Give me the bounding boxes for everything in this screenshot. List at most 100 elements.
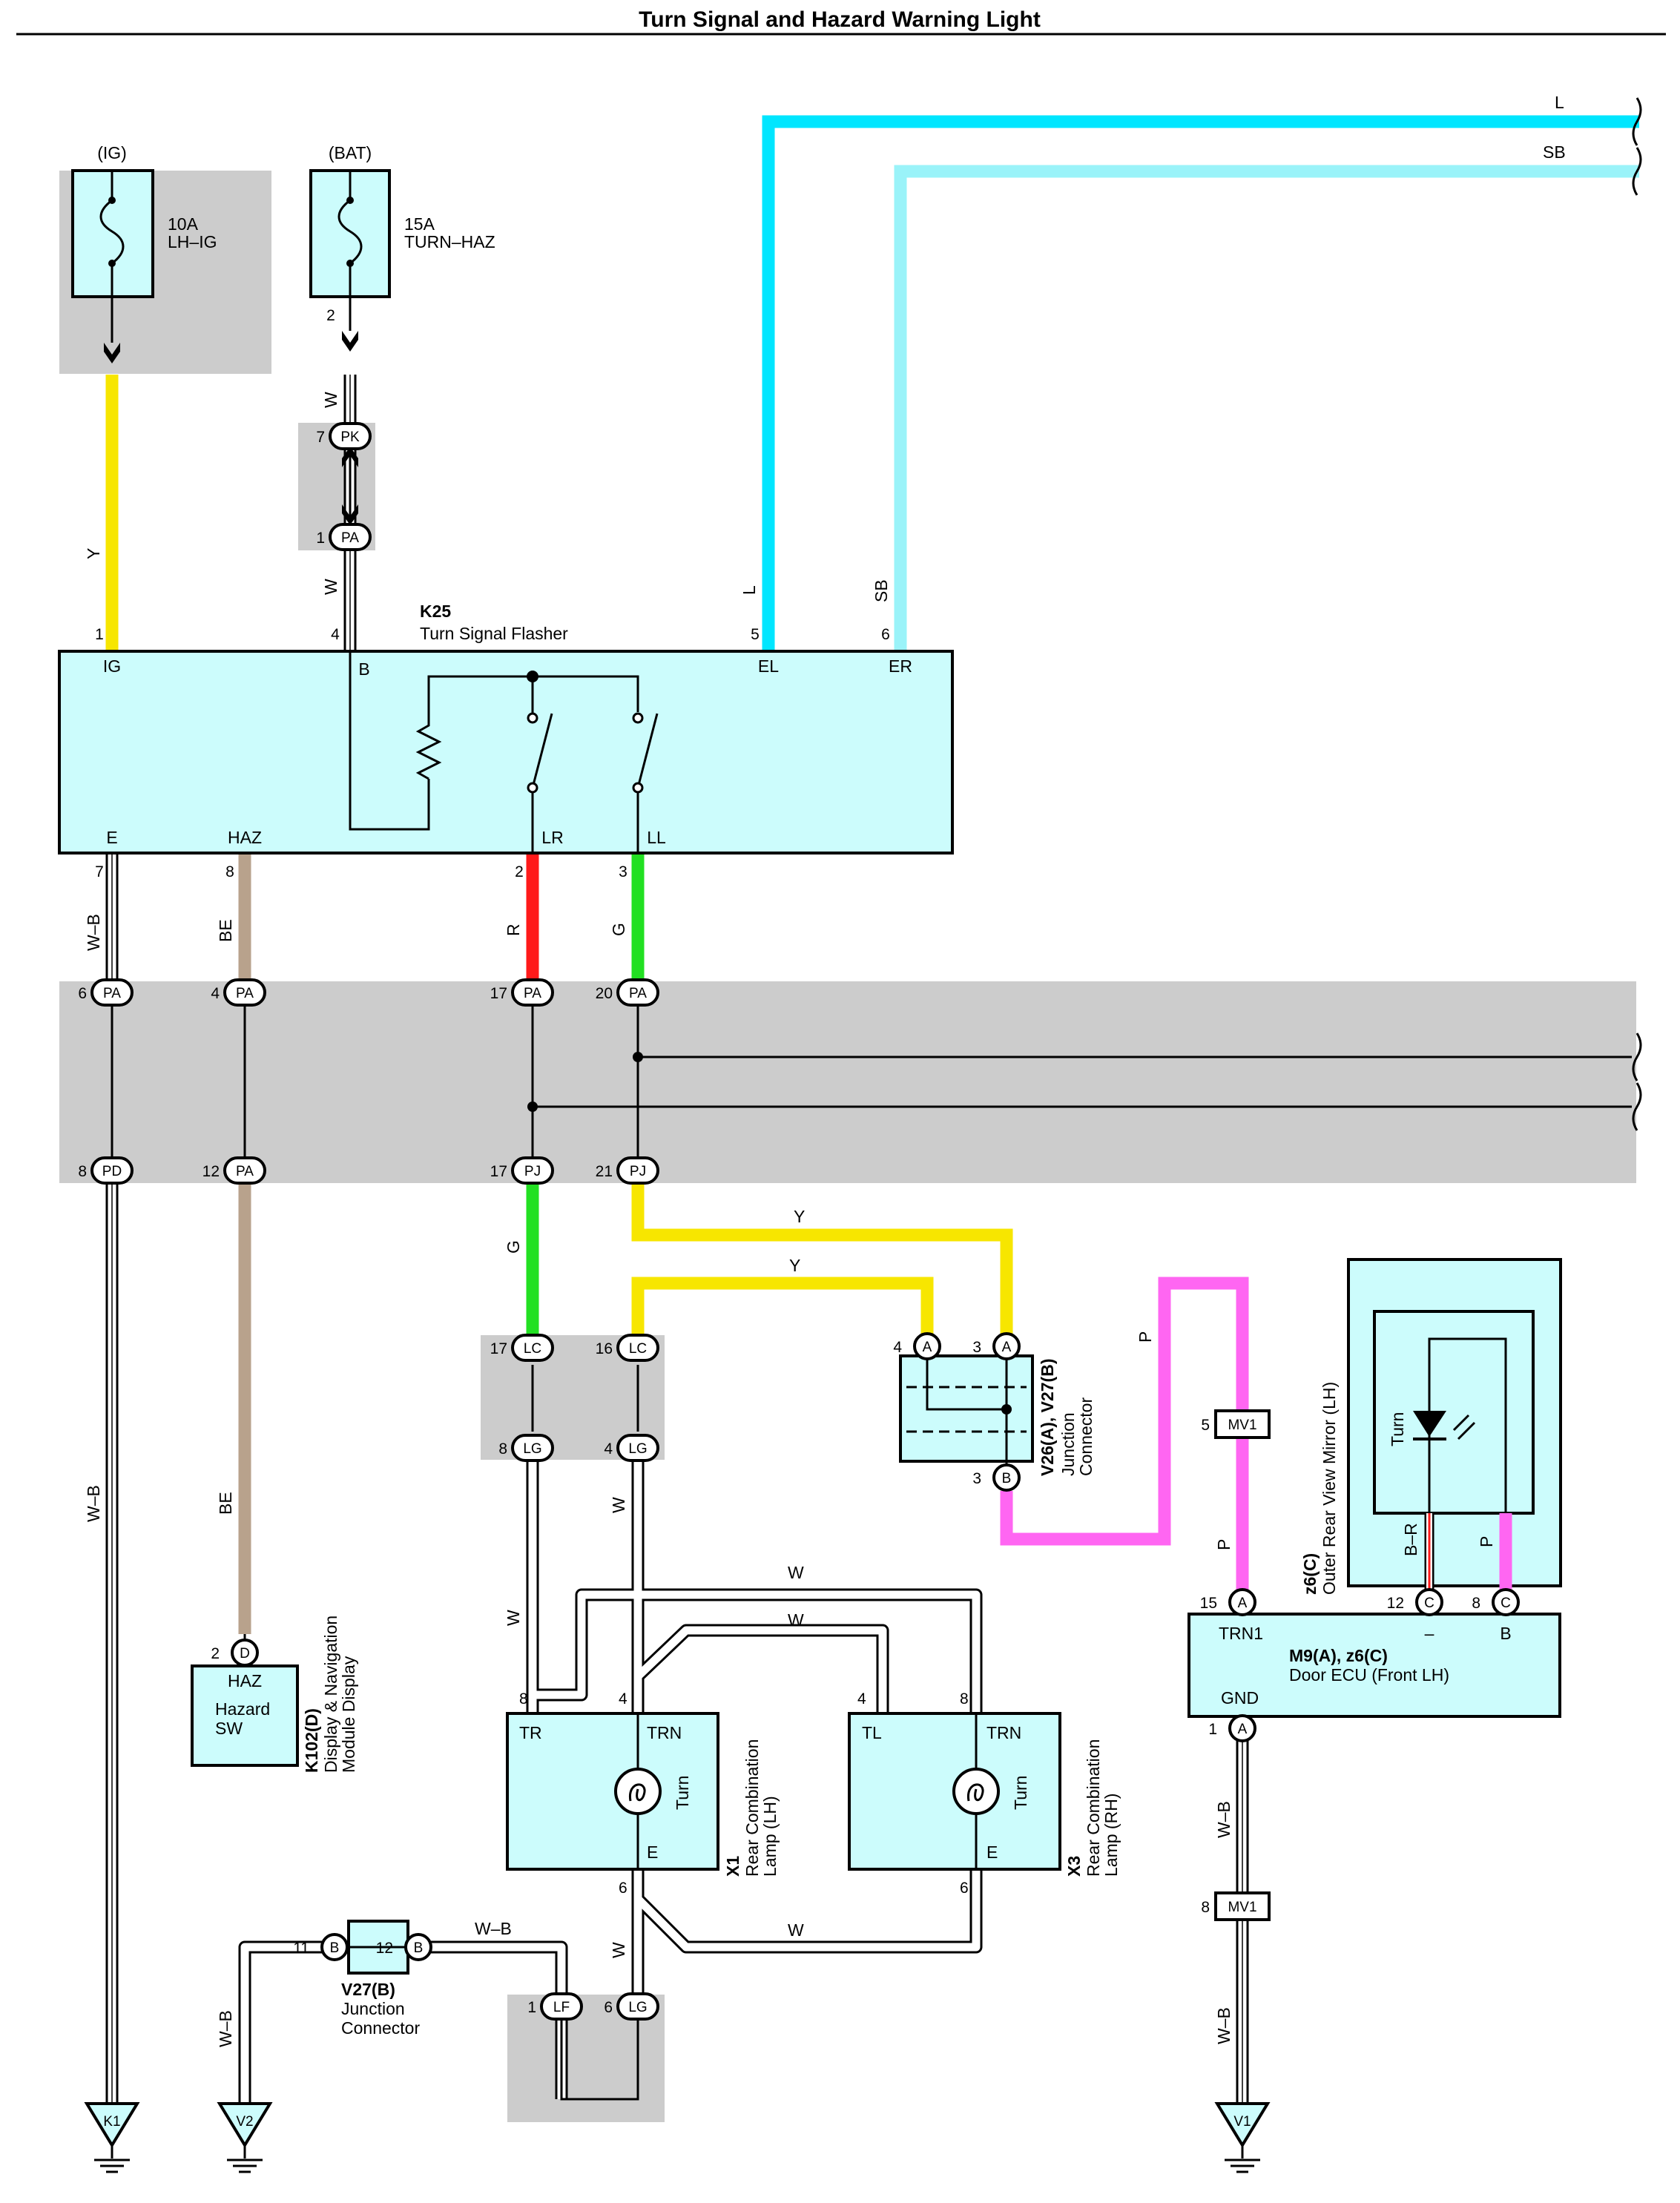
- v26-dot: [1001, 1404, 1012, 1415]
- lamp-rh-e: E: [986, 1843, 998, 1862]
- ecu-pin-b: B: [1500, 1624, 1511, 1643]
- fuse-bat-rating: 15A: [404, 214, 435, 234]
- ground-K1: K1: [84, 2102, 140, 2173]
- v27-ref: V27(B): [341, 1980, 395, 1999]
- v27-name1: Junction: [341, 1999, 405, 2018]
- flasher-pin-er-num: 6: [881, 626, 890, 643]
- wire-sb: [894, 165, 1639, 651]
- fuse-bat-dot2: [346, 260, 354, 267]
- wl-wb-k1: W–B: [84, 1485, 103, 1522]
- fuse-bat-pin: 2: [326, 307, 335, 324]
- ground-symbol: [217, 2102, 273, 2148]
- wire-y-top: [631, 1183, 1013, 1335]
- haz-name1: Hazard: [215, 1699, 270, 1719]
- lamp-lh-num-trn: 4: [619, 1690, 627, 1708]
- wire-p: [1000, 1277, 1249, 1592]
- connector-pin: 4: [604, 1440, 613, 1458]
- iw-w-bottom: [635, 1869, 981, 1952]
- wl-w-lg4: W: [609, 1497, 628, 1513]
- connector-id: PA: [103, 986, 121, 1001]
- connector-id: LC: [629, 1341, 647, 1357]
- connector-shell: [1228, 1714, 1256, 1742]
- lamp-lh-ref: X1: [723, 1856, 742, 1877]
- junction-dots: [527, 1052, 643, 1112]
- lamp-lh-box: [506, 1712, 719, 1871]
- connector-lf1: LF1: [527, 1992, 583, 2021]
- wl-p-mid: P: [1214, 1539, 1233, 1550]
- connector-pin: 6: [604, 1999, 613, 2016]
- connector-pin: 1: [316, 530, 325, 547]
- flasher-ref: K25: [420, 602, 451, 621]
- connector-pin: 8: [498, 1440, 507, 1458]
- wl-wb-e: W–B: [84, 914, 103, 951]
- connector-pa6: PA6: [78, 978, 134, 1007]
- connector-shell: [616, 1156, 659, 1185]
- connector-pin: 7: [316, 429, 325, 446]
- dot-h2: [527, 1102, 538, 1112]
- wl-be-k102: BE: [216, 1492, 235, 1515]
- arrow-ig: [104, 343, 120, 363]
- connector-pin: 1: [527, 1999, 536, 2016]
- dot-h1: [633, 1052, 643, 1062]
- wl-w-top1: W: [788, 1563, 804, 1582]
- flasher-switch-ll: [636, 713, 659, 853]
- connector-shell: [616, 1992, 659, 2021]
- flasher-pin-el-num: 5: [751, 626, 760, 643]
- lamp-lh-trn: TRN: [647, 1723, 682, 1742]
- led-rays: [1452, 1414, 1476, 1440]
- connector-id: A: [923, 1340, 932, 1355]
- connector-id: PA: [524, 986, 541, 1001]
- flasher-pin-ig: IG: [103, 656, 121, 676]
- connector-shell: [320, 1933, 349, 1961]
- connector-pin: 12: [1387, 1595, 1404, 1612]
- connector-shell: [329, 523, 372, 551]
- connector-pd8: PD8: [78, 1156, 134, 1185]
- ecu-name: Door ECU (Front LH): [1289, 1665, 1449, 1685]
- line-l-label: L: [1555, 93, 1564, 112]
- rear-combination-lamp-rh: TL TRN E Turn 4 8 6 X3 Rear Combination …: [848, 1690, 1121, 1897]
- connector-shell: [1492, 1588, 1520, 1616]
- connector-shell: [223, 978, 266, 1007]
- wl-l: L: [739, 585, 759, 595]
- flasher-name: Turn Signal Flasher: [420, 624, 568, 643]
- wl-wb-v27: W–B: [475, 1919, 512, 1938]
- hazard-switch: HAZ Hazard SW K102(D) Display & Navigati…: [191, 1616, 358, 1773]
- arrow-bat: [342, 331, 358, 352]
- connector-shell: [1214, 1409, 1271, 1439]
- flasher-pin-er: ER: [889, 656, 912, 676]
- door-ecu: TRN1 GND – B M9(A), z6(C) Door ECU (Fron…: [1187, 1613, 1561, 1718]
- connector-id: PA: [236, 986, 254, 1001]
- flasher-pin-ll: LL: [647, 828, 666, 847]
- break-h2: [1632, 1082, 1642, 1131]
- connector-id: LG: [523, 1441, 541, 1457]
- connector-pin: 3: [972, 1470, 981, 1487]
- fuse-bat-dot1: [346, 197, 354, 204]
- mirror-leads: [1424, 1513, 1512, 1592]
- connector-pin: 12: [202, 1163, 220, 1180]
- connector-id: MV1: [1228, 1900, 1256, 1915]
- connector-id: A: [1002, 1340, 1012, 1355]
- lamp-rh-trn: TRN: [986, 1723, 1021, 1742]
- connector-id: LC: [524, 1341, 541, 1357]
- arrow-pk-down: [342, 504, 358, 525]
- flasher-pin-ll-num: 3: [619, 863, 627, 880]
- wl-wb-v1a: W–B: [1214, 1801, 1233, 1838]
- fuse-bat-element: [337, 199, 363, 265]
- lamp-lh-name2: Lamp (LH): [760, 1796, 780, 1877]
- connector-shell: [223, 1156, 266, 1185]
- lamp-rh-ref: X3: [1064, 1856, 1084, 1877]
- connector-pin: 3: [972, 1339, 981, 1356]
- connector-pa1: PA1: [316, 523, 372, 551]
- connector-shell: [540, 1992, 583, 2021]
- connector-shell: [1415, 1588, 1443, 1616]
- fuse-bat: (BAT) 15A TURN–HAZ 2: [309, 143, 495, 331]
- connector-shell: [913, 1332, 941, 1360]
- connector-id: A: [1238, 1722, 1248, 1737]
- connector-id: D: [240, 1646, 250, 1662]
